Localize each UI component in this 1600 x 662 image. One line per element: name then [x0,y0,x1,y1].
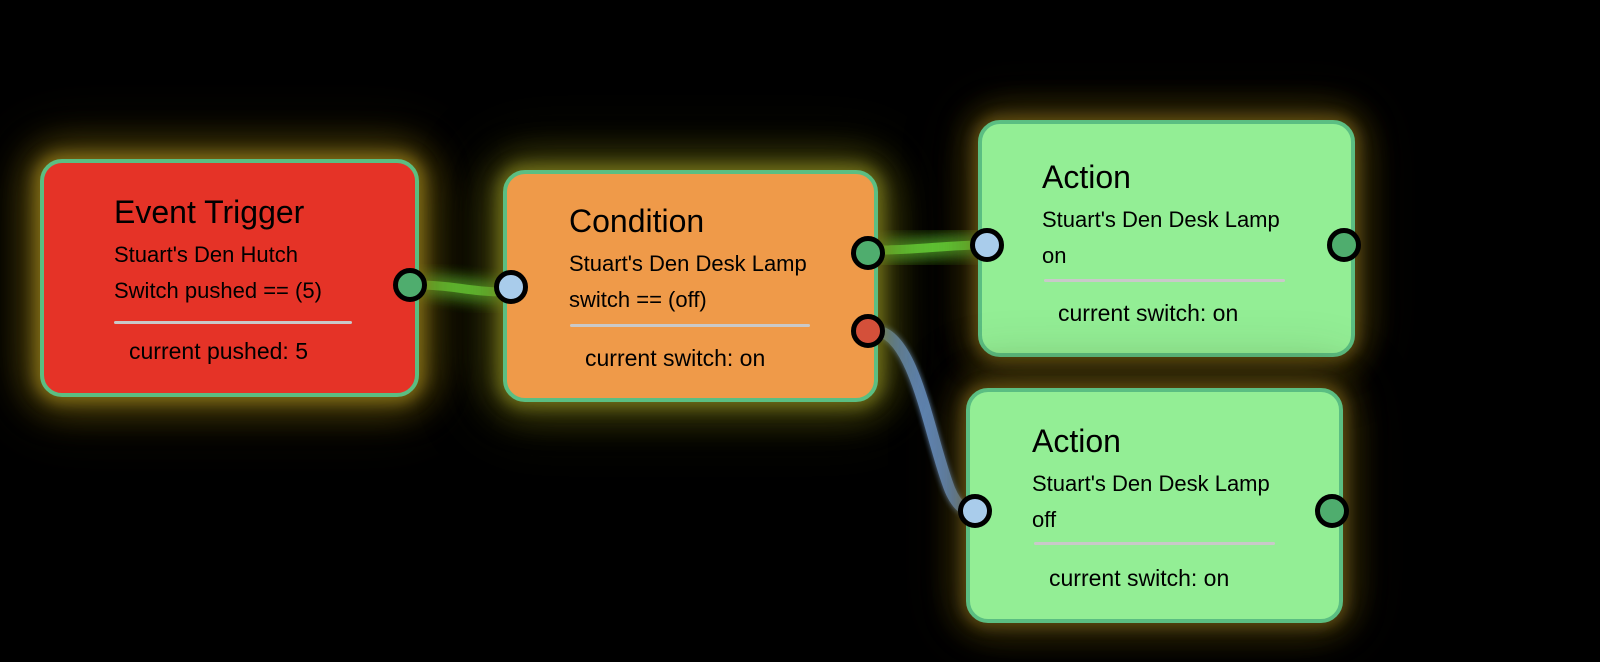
port-in-action-on[interactable] [970,228,1004,262]
port-out-true-condition[interactable] [851,236,885,270]
node-status-text: current switch: on [1049,565,1230,591]
node-title: Event Trigger [114,194,305,230]
port-out-action-on[interactable] [1327,228,1361,262]
node-status-text: current pushed: 5 [129,338,309,364]
node-title: Condition [569,203,705,239]
port-in-condition[interactable] [494,270,528,304]
node-condition[interactable]: Condition Stuart's Den Desk Lamp switch … [503,170,878,402]
node-divider [570,324,810,327]
node-detail-line-1: Stuart's Den Desk Lamp [1042,207,1280,232]
node-event-trigger-body: Event Trigger Stuart's Den Hutch Switch … [44,163,415,393]
node-status-text: current switch: on [585,345,766,371]
node-detail-line-1: Stuart's Den Hutch [114,242,298,267]
node-event-trigger[interactable]: Event Trigger Stuart's Den Hutch Switch … [40,159,419,397]
node-status-text: current switch: on [1058,300,1239,326]
node-detail-line-2: off [1032,507,1057,532]
node-title: Action [1042,159,1131,195]
node-action-on[interactable]: Action Stuart's Den Desk Lamp on current… [978,120,1355,357]
edge-condition-true-to-action-on[interactable] [875,240,987,255]
port-out-action-off[interactable] [1315,494,1349,528]
node-detail-line-2: Switch pushed == (5) [114,278,322,303]
edge-condition-false-to-action-off[interactable] [872,325,981,517]
port-out-false-condition[interactable] [851,314,885,348]
port-in-action-off[interactable] [958,494,992,528]
node-action-off-body: Action Stuart's Den Desk Lamp off curren… [970,392,1339,619]
node-condition-body: Condition Stuart's Den Desk Lamp switch … [507,174,874,398]
edge-trigger-to-condition[interactable] [415,280,510,297]
node-detail-line-1: Stuart's Den Desk Lamp [1032,471,1270,496]
node-action-off[interactable]: Action Stuart's Den Desk Lamp off curren… [966,388,1343,623]
node-detail-line-2: switch == (off) [569,287,707,312]
node-divider [1034,542,1275,545]
node-detail-line-1: Stuart's Den Desk Lamp [569,251,807,276]
node-detail-line-2: on [1042,243,1067,268]
node-divider [1044,279,1285,282]
node-action-on-body: Action Stuart's Den Desk Lamp on current… [982,124,1351,353]
port-out-event-trigger[interactable] [393,268,427,302]
node-divider [114,321,352,324]
node-title: Action [1032,423,1121,459]
